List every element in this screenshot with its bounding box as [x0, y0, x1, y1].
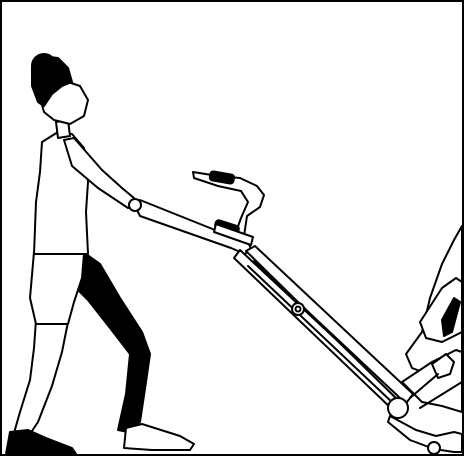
person: [6, 54, 194, 454]
person-hair-bun: [32, 54, 56, 78]
treadmill-base: [388, 416, 462, 452]
person-back-leg: [76, 254, 150, 432]
person-hand: [129, 199, 141, 211]
person-shorts: [30, 252, 84, 324]
person-front-shoe: [6, 430, 76, 454]
transport-wheel: [428, 442, 440, 454]
treadmill-frame-rail-upper: [246, 246, 413, 406]
person-back-shoe: [124, 424, 194, 450]
person-front-leg: [12, 320, 68, 440]
treadmill-pivot-wheel: [388, 398, 408, 418]
treadmill: [135, 171, 462, 454]
